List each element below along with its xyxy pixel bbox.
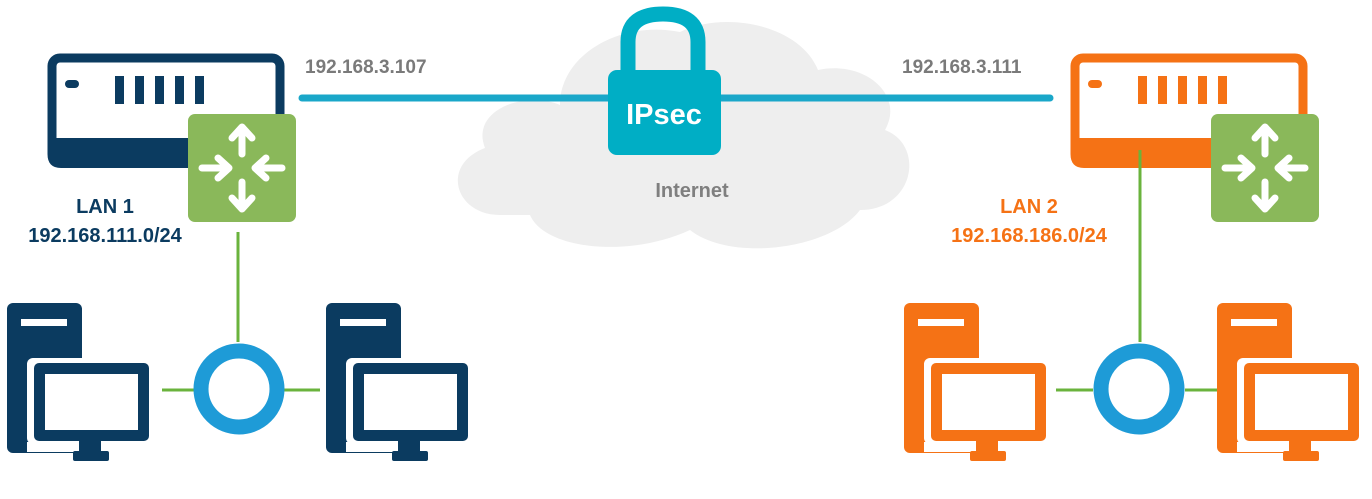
- left-router-arrows-icon: [188, 114, 296, 222]
- left-switch-ring-icon: [193, 343, 285, 435]
- left-lan-name: LAN 1: [76, 196, 134, 218]
- cloud-label: Internet: [655, 180, 729, 202]
- left-lan-subnet: 192.168.111.0/24: [28, 225, 182, 247]
- left-ip-label: 192.168.3.107: [305, 57, 427, 78]
- left-computer-2: [326, 303, 473, 461]
- right-router-arrows-icon: [1211, 114, 1319, 222]
- right-computer-2: [1217, 303, 1364, 461]
- right-ip-label: 192.168.3.111: [902, 57, 1022, 78]
- lock-label: IPsec: [626, 99, 702, 131]
- right-computer-1: [904, 303, 1051, 461]
- right-lan-subnet: 192.168.186.0/24: [951, 225, 1108, 247]
- padlock-icon: [608, 6, 721, 155]
- right-switch-ring-icon: [1093, 343, 1185, 435]
- left-computer-1: [7, 303, 154, 461]
- right-lan-name: LAN 2: [1000, 196, 1058, 218]
